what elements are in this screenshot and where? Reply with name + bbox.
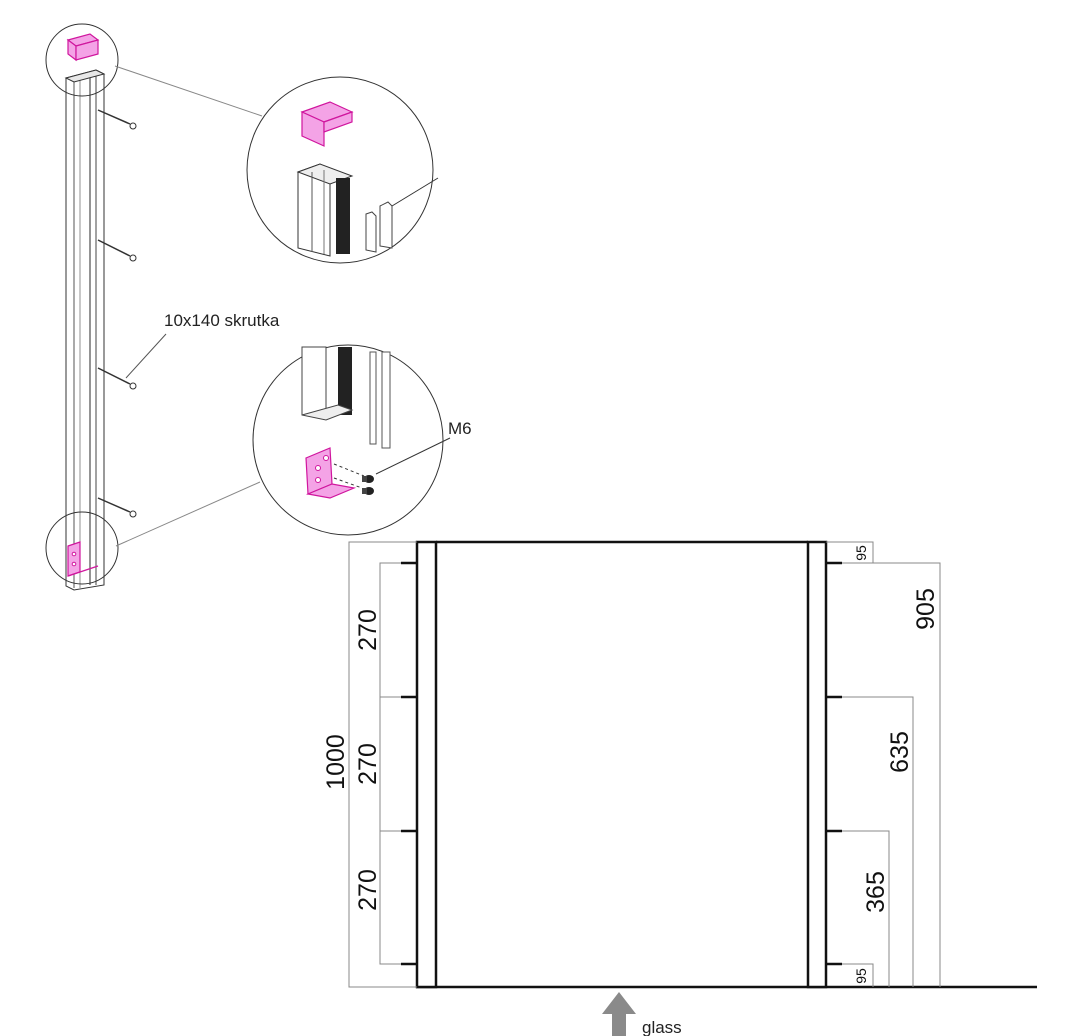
magnified-top-detail <box>246 76 439 264</box>
magnified-cap-icon <box>300 101 354 147</box>
dim-270-bottom: 270 <box>354 869 382 911</box>
bottom-detail-circle <box>45 511 119 585</box>
magnified-post-profile <box>296 163 439 257</box>
screw-label: 10x140 skrutka <box>164 311 280 330</box>
left-post <box>415 540 438 989</box>
right-dimension-lines <box>826 541 941 987</box>
top-detail-circle <box>45 23 119 97</box>
glass-label: glass <box>642 1018 682 1036</box>
magnified-bottom-detail <box>252 344 451 536</box>
screw-2 <box>97 239 137 262</box>
left-dimension-lines <box>348 541 417 988</box>
right-screw-ticks <box>826 561 842 966</box>
dim-95-top: 95 <box>853 545 869 561</box>
m6-bolt-icon <box>362 475 374 495</box>
dim-635: 635 <box>886 731 914 773</box>
screw-4 <box>97 497 137 518</box>
screw-3 <box>97 367 137 390</box>
right-post <box>806 540 828 989</box>
top-cap-icon <box>66 33 100 62</box>
left-screw-ticks <box>401 561 417 966</box>
elevation-drawing: 1000 270 270 270 95 95 905 635 365 glass <box>322 540 1037 1036</box>
bolt-label: M6 <box>448 419 472 438</box>
dim-1000: 1000 <box>322 734 350 790</box>
dim-270-middle: 270 <box>354 743 382 785</box>
dim-365: 365 <box>862 871 890 913</box>
dim-95-bottom: 95 <box>853 968 869 984</box>
post-assembly <box>45 23 263 591</box>
bottom-bracket-icon <box>67 541 99 577</box>
screw-1 <box>97 109 137 130</box>
magnified-post-bottom <box>301 346 391 449</box>
dim-270-top: 270 <box>354 609 382 651</box>
magnified-bracket-icon <box>305 447 357 499</box>
dim-905: 905 <box>912 588 940 630</box>
glass-arrow-icon <box>602 992 636 1036</box>
